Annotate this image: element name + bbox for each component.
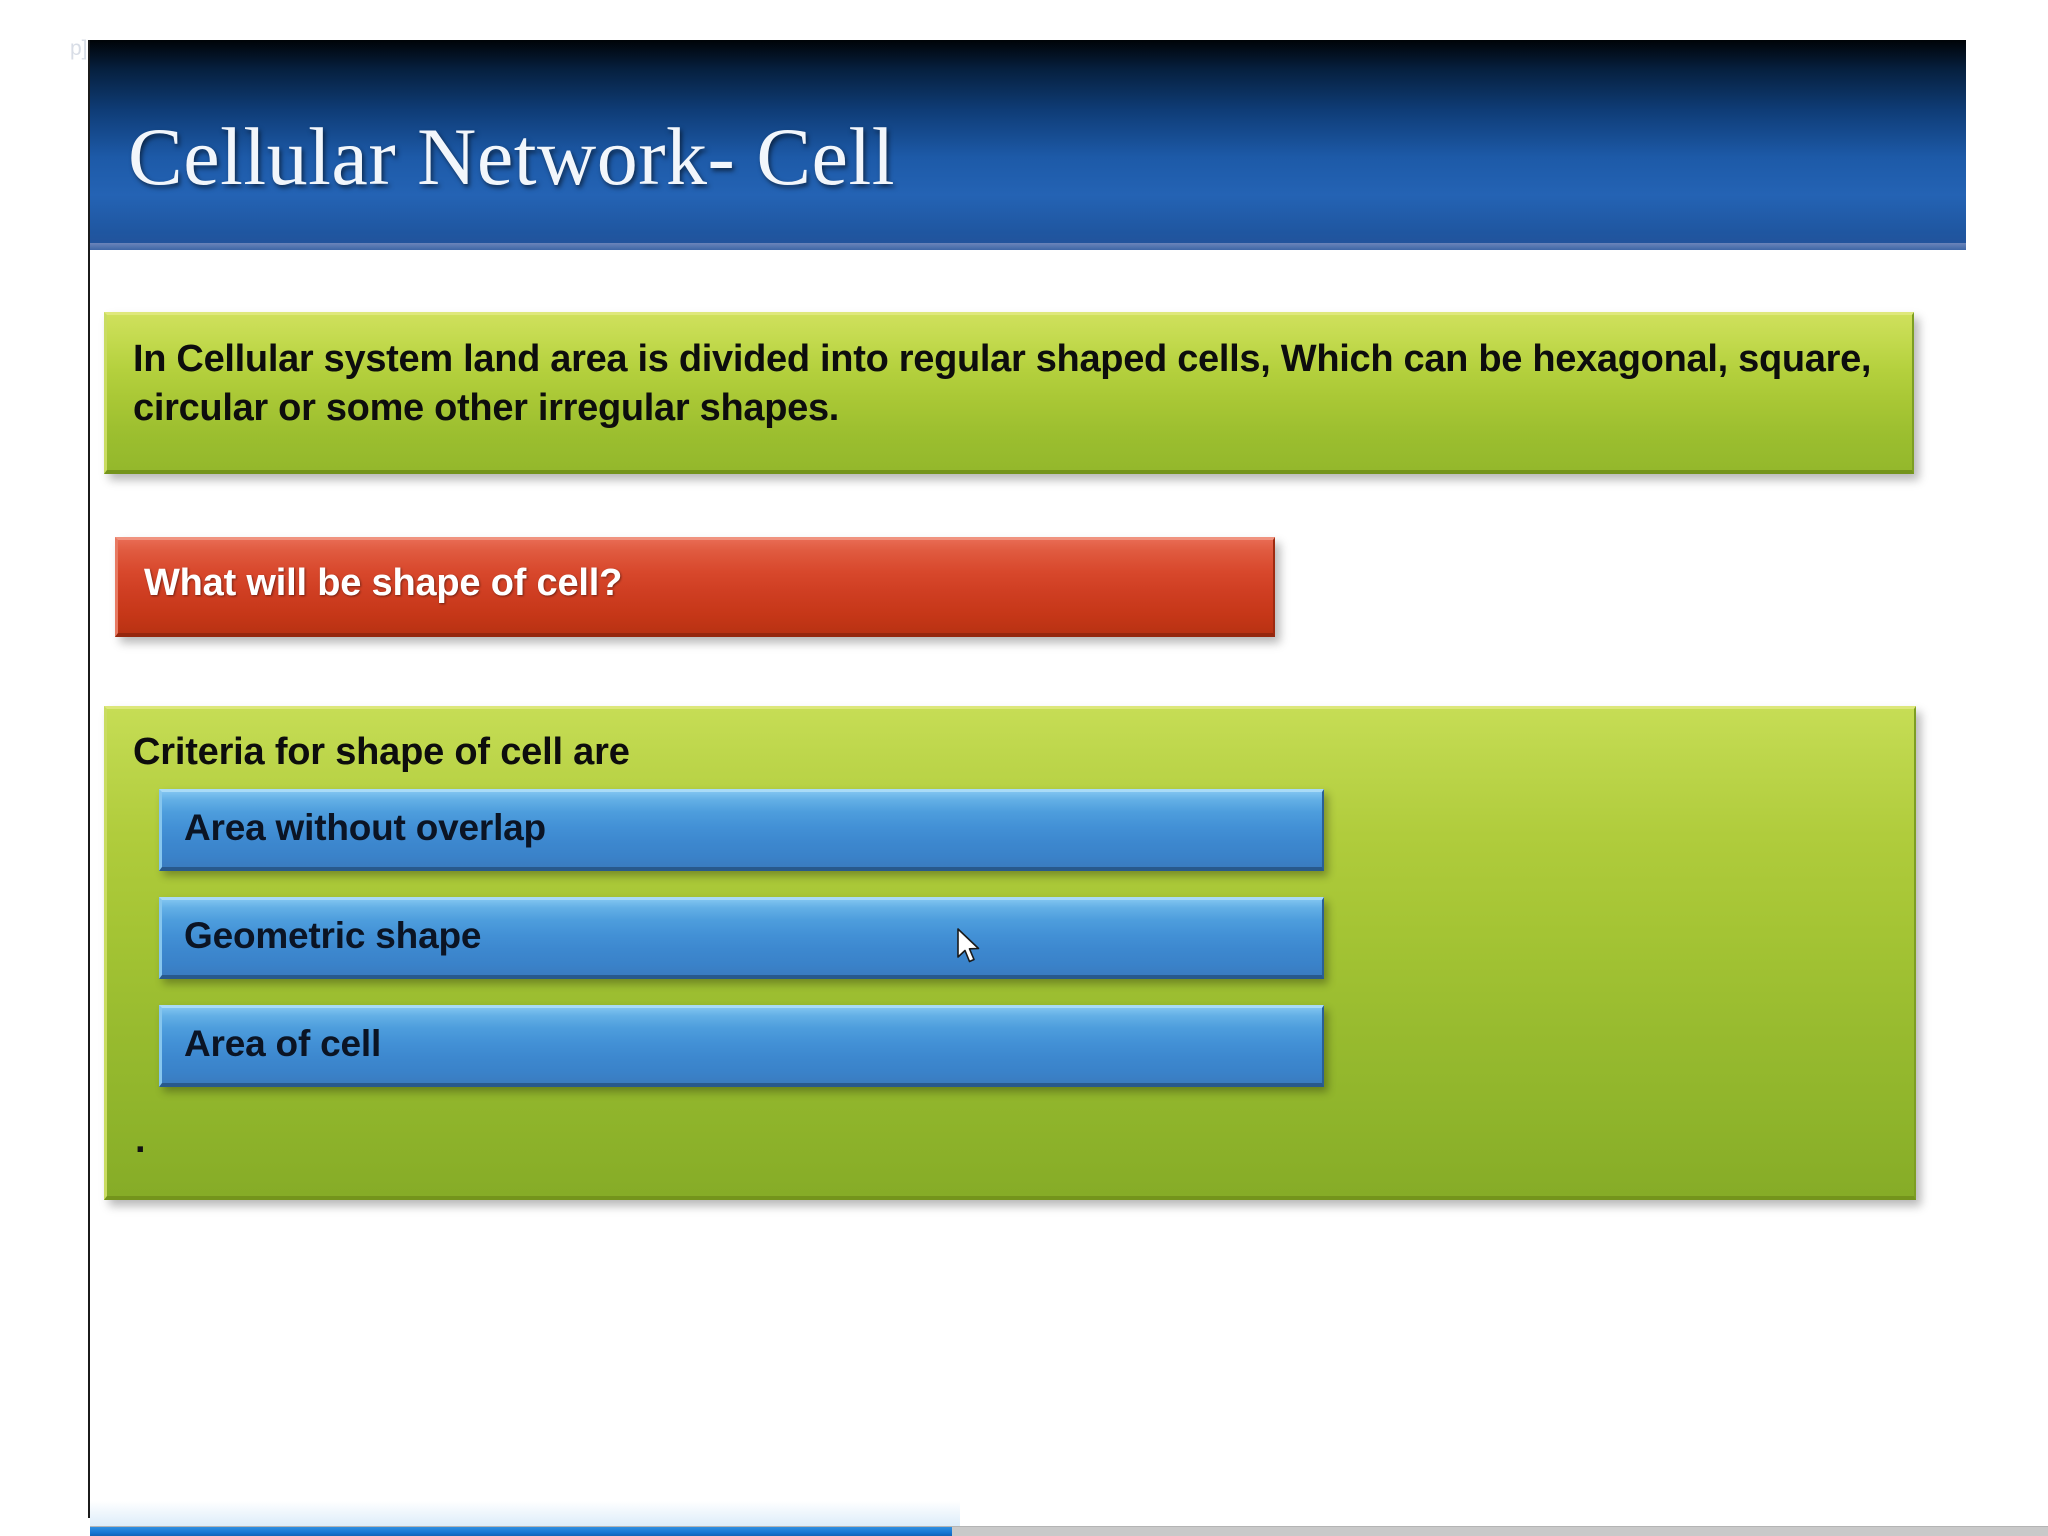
video-progress-fill[interactable] [90,1527,952,1536]
slide-title: Cellular Network- Cell [128,111,896,202]
presentation-slide: Cellular Network- Cell In Cellular syste… [90,40,1966,1518]
criteria-item-area-without-overlap: Area without overlap [159,789,1324,871]
criteria-panel: Criteria for shape of cell are Area with… [104,706,1916,1200]
statement-box: In Cellular system land area is divided … [104,312,1914,474]
criteria-item-label: Geometric shape [184,915,482,956]
criteria-item-label: Area without overlap [184,807,546,848]
criteria-item-label: Area of cell [184,1023,382,1064]
criteria-item-geometric-shape: Geometric shape [159,897,1324,979]
window-title-fragment: p] [70,37,88,60]
scrubber-glow [90,1501,960,1527]
statement-line-2: square, circular or some other irregular… [133,338,1872,429]
criteria-panel-trailing-dot: . [135,1119,146,1161]
video-progress-track[interactable] [90,1526,2048,1536]
slide-header-banner: Cellular Network- Cell [90,40,1966,250]
criteria-panel-face: Criteria for shape of cell are Area with… [104,706,1916,1200]
statement-box-face: In Cellular system land area is divided … [104,312,1914,474]
statement-line-1: In Cellular system land area is divided … [133,338,1728,380]
criteria-panel-title: Criteria for shape of cell are [133,731,630,773]
question-box: What will be shape of cell? [115,537,1275,637]
question-box-label: What will be shape of cell? [144,562,623,604]
question-box-face: What will be shape of cell? [115,537,1275,637]
statement-box-text: In Cellular system land area is divided … [133,335,1896,432]
criteria-item-area-of-cell: Area of cell [159,1005,1324,1087]
slide-left-border [88,40,90,1518]
